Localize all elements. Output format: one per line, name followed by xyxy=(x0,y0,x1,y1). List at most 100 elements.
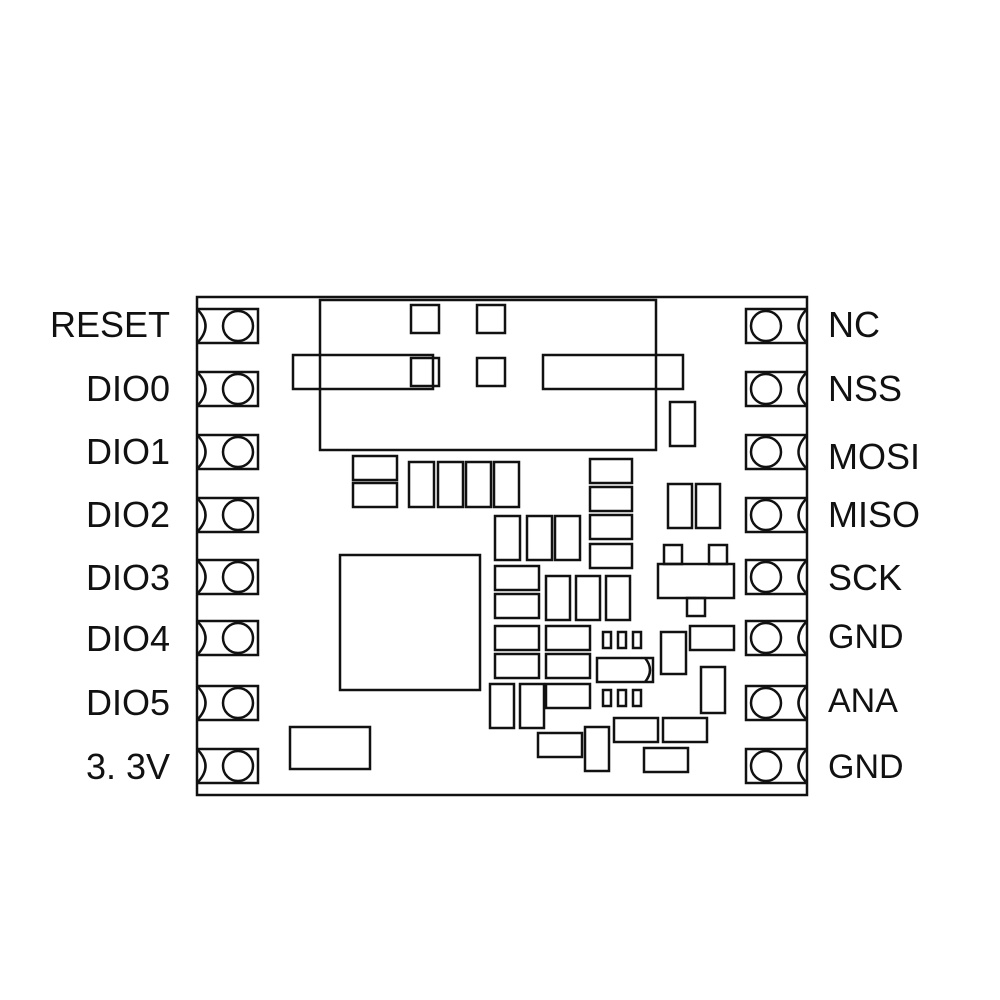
tiny-pad xyxy=(616,630,628,650)
passive xyxy=(642,746,690,774)
left-pin-label: DIO5 xyxy=(85,682,170,723)
right-pin-pad xyxy=(744,307,808,345)
transistor-pin xyxy=(685,596,707,618)
passive xyxy=(493,514,522,562)
left-pin-hole xyxy=(221,309,255,343)
passive xyxy=(659,630,688,676)
left-pin-hole xyxy=(221,749,255,783)
diode-mark xyxy=(644,657,652,683)
tiny-pad xyxy=(631,688,643,708)
left-pin-label: DIO2 xyxy=(85,494,170,535)
passive xyxy=(464,460,493,509)
right-pin-label: SCK xyxy=(828,557,903,598)
passive xyxy=(588,542,634,570)
left-pin-pad xyxy=(196,747,260,785)
passive xyxy=(588,485,634,513)
diode xyxy=(595,656,655,684)
shield-can xyxy=(318,298,658,452)
left-pin-hole xyxy=(221,686,255,720)
passive xyxy=(492,460,521,509)
passive xyxy=(668,400,697,448)
left-pin-pad xyxy=(196,619,260,657)
passive xyxy=(604,574,632,622)
main-chip xyxy=(338,553,482,692)
right-pin-label: MOSI xyxy=(828,436,921,477)
passive xyxy=(493,652,541,680)
right-pin-label: NC xyxy=(828,304,880,345)
left-pin-label: 3. 3V xyxy=(85,746,170,787)
right-pin-hole xyxy=(749,749,783,783)
crystal xyxy=(291,353,435,391)
tiny-pad xyxy=(601,630,613,650)
can-pad xyxy=(475,356,507,388)
passive xyxy=(574,574,602,622)
left-pin-hole xyxy=(221,621,255,655)
right-pin-label: NSS xyxy=(828,368,903,409)
can-pad xyxy=(475,303,507,335)
tiny-pad xyxy=(631,630,643,650)
passive xyxy=(544,682,592,710)
right-pin-pad xyxy=(744,496,808,534)
left-pin-pad xyxy=(196,370,260,408)
passive xyxy=(493,624,541,652)
left-pin-label: DIO3 xyxy=(85,557,170,598)
right-pin-label: GND xyxy=(828,748,904,786)
right-pin-pad xyxy=(744,433,808,471)
tiny-pad xyxy=(616,688,628,708)
passive xyxy=(493,592,541,620)
left-pin-label: DIO4 xyxy=(85,618,170,659)
passive xyxy=(588,457,634,485)
tiny-pad xyxy=(601,688,613,708)
passive xyxy=(351,454,399,482)
passive xyxy=(436,460,465,509)
left-pin-pad xyxy=(196,307,260,345)
right-pin-hole xyxy=(749,435,783,469)
passive xyxy=(661,716,709,744)
passive xyxy=(407,460,436,509)
left-pin-pad xyxy=(196,558,260,596)
can-pad xyxy=(409,356,441,388)
passive xyxy=(666,482,694,530)
passive xyxy=(544,652,592,680)
transistor-body xyxy=(656,562,736,600)
passive xyxy=(612,716,660,744)
left-pin-label: DIO1 xyxy=(85,431,170,472)
left-pin-pad xyxy=(196,433,260,471)
passive xyxy=(518,682,546,730)
module-board xyxy=(195,295,809,797)
passive xyxy=(544,624,592,652)
passive xyxy=(525,514,554,562)
left-pin-hole xyxy=(221,372,255,406)
right-pin-hole xyxy=(749,686,783,720)
passive xyxy=(588,513,634,541)
transistor-pin xyxy=(662,543,684,566)
right-pin-pad xyxy=(744,370,808,408)
left-pin-hole xyxy=(221,560,255,594)
left-pin-hole xyxy=(221,498,255,532)
passive xyxy=(493,564,541,592)
large-capacitor xyxy=(288,725,372,771)
transistor-pin xyxy=(707,543,729,566)
right-pin-hole xyxy=(749,372,783,406)
passive xyxy=(553,514,582,562)
right-pin-label: GND xyxy=(828,618,904,656)
passive xyxy=(351,481,399,509)
right-pin-hole xyxy=(749,498,783,532)
left-pin-hole xyxy=(221,435,255,469)
right-pin-pad xyxy=(744,684,808,722)
passive xyxy=(488,682,516,730)
left-pin-pad xyxy=(196,496,260,534)
passive xyxy=(688,624,736,652)
left-pin-label: RESET xyxy=(49,304,170,345)
inductor-long xyxy=(541,353,685,391)
left-pin-pad xyxy=(196,684,260,722)
passive xyxy=(699,665,727,715)
passive xyxy=(536,731,584,759)
right-pin-label: ANA xyxy=(828,682,898,720)
right-pin-hole xyxy=(749,309,783,343)
right-pin-pad xyxy=(744,558,808,596)
right-pin-pad xyxy=(744,619,808,657)
right-pin-hole xyxy=(749,560,783,594)
